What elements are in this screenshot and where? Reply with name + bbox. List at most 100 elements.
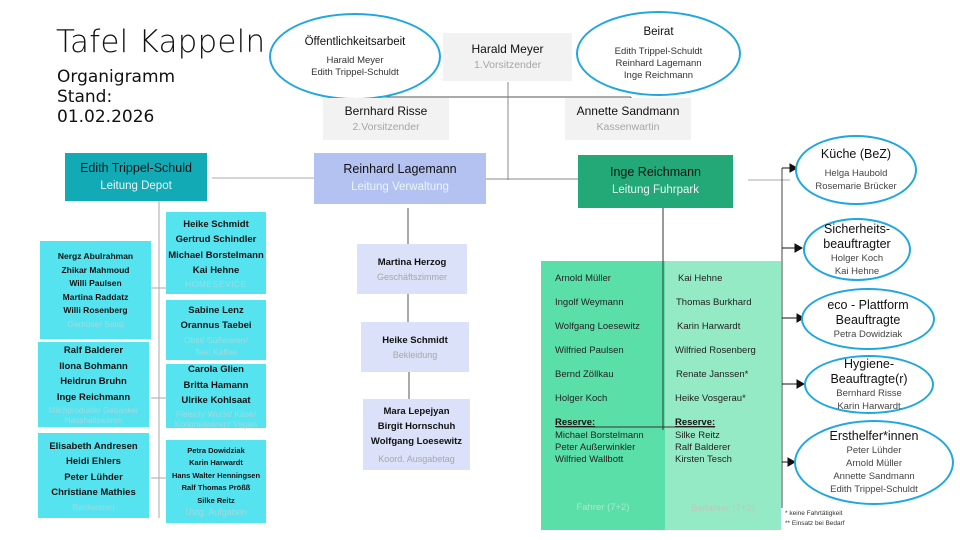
arrow-icon: [787, 457, 797, 467]
driver: Bernd Zöllkau: [555, 369, 614, 380]
depot-group: Petra Dowidziak Karin Harwardt Hans Walt…: [166, 440, 266, 523]
depot-group: Carola Glien Britta Hamann Ulrike Kohlsa…: [166, 364, 266, 430]
unit-member: Martina Herzog: [377, 256, 447, 268]
group-member: Petra Dowidziak: [187, 445, 245, 455]
unit-area: Koord. Ausgabetag: [378, 453, 455, 464]
role-title: Beauftragte: [835, 312, 901, 327]
group-member: Karin Harwardt: [189, 458, 243, 468]
codriver: Thomas Burkhard: [676, 297, 752, 308]
codriver: Karin Harwardt: [677, 321, 741, 332]
arrow-icon: [796, 379, 806, 389]
group-member: Christiane Mathies: [51, 487, 136, 498]
footnote: * keine Fahrtätigkeit: [785, 510, 843, 517]
group-area: HOMESEVICE: [185, 278, 247, 289]
role-title: Sicherheits-: [824, 221, 890, 236]
depot-head-name: Edith Trippel-Schuld: [80, 160, 192, 175]
group-area: Gemüse/ Salat: [67, 318, 124, 329]
codriver: Wilfried Rosenberg: [675, 345, 756, 356]
role-member: Kai Hehne: [834, 265, 880, 277]
pr-member: Edith Trippel-Schuldt: [311, 66, 399, 78]
role-title: eco - Plattform: [827, 297, 909, 312]
treasurer-name: Annette Sandmann: [576, 104, 680, 118]
group-member: Ulrike Kohlsaat: [181, 395, 251, 407]
group-member: Martina Raddatz: [62, 291, 129, 302]
depot-head-role: Leitung Depot: [100, 179, 172, 192]
pr-title: Öffentlichkeitsarbeit: [304, 35, 406, 48]
role-ellipse-hygiene: Hygiene- Beauftragte(r) Bernhard Risse K…: [804, 355, 934, 414]
group-member: Silke Reitz: [197, 495, 235, 505]
depot-group: Ralf Balderer Ilona Bohmann Heidrun Bruh…: [38, 342, 149, 427]
pr-member: Harald Meyer: [326, 54, 384, 66]
driver: Holger Koch: [555, 393, 608, 404]
board-member: Inge Reichmann: [623, 70, 694, 81]
drivers-panel: Arnold Müller Ingolf Weymann Wolfgang Lo…: [541, 261, 665, 530]
vice-name: Bernhard Risse: [344, 104, 428, 118]
group-member: Hans Walter Henningsen: [171, 470, 261, 480]
role-member: Bernhard Risse: [836, 387, 902, 399]
driver: Wilfried Paulsen: [555, 345, 624, 356]
group-member: Heidi Ehlers: [66, 456, 121, 467]
group-member: Nergz Abulrahman: [57, 251, 134, 262]
group-member: Ralf Thomas Prößß: [181, 483, 251, 493]
verwaltung-unit: Mara Lepejyan Birgit Hornschuh Wolfgang …: [363, 399, 470, 470]
driver: Arnold Müller: [555, 273, 611, 284]
driver: Ingolf Weymann: [555, 297, 624, 308]
depot-head-box: Edith Trippel-Schuld Leitung Depot: [65, 153, 207, 201]
verwaltung-head-role: Leitung Verwaltung: [351, 181, 449, 193]
pr-ellipse: Öffentlichkeitsarbeit Harald Meyer Edith…: [269, 13, 441, 100]
vice-box: Bernhard Risse 2.Vorsitzender: [323, 98, 449, 140]
driver-reserve: Wilfried Wallbott: [555, 454, 624, 465]
arrow-icon: [794, 243, 804, 253]
depot-group: Elisabeth Andresen Heidi Ehlers Peter Lü…: [38, 433, 149, 518]
fuhrpark-head-box: Inge Reichmann Leitung Fuhrpark: [578, 155, 733, 208]
board-member: Edith Trippel-Schuldt: [614, 46, 703, 57]
driver-reserve: Peter Außerwinkler: [555, 442, 636, 453]
role-member: Holger Koch: [830, 252, 884, 264]
role-member: Edith Trippel-Schuldt: [830, 484, 918, 495]
board-title: Beirat: [643, 26, 674, 38]
codriver: Renate Janssen*: [676, 369, 749, 380]
depot-group: Sabine Lenz Orannus Taebei Obst/ Süßware…: [166, 300, 266, 360]
role-ellipse-sicherheit: Sicherheits- beauftragter Holger Koch Ka…: [803, 218, 911, 281]
group-member: Elisabeth Andresen: [49, 440, 138, 452]
group-area: Milchprodukte/ Getränke/ Haushaltswaren: [48, 406, 139, 425]
group-member: Kai Hehne: [192, 265, 240, 276]
role-title: Hygiene-: [843, 356, 895, 371]
role-member: Peter Lühder: [846, 445, 902, 456]
verwaltung-unit: Martina Herzog Geschäftszimmer: [357, 244, 467, 294]
drivers-label: Fahrer (7+2): [576, 502, 630, 513]
chair-role: 1.Vorsitzender: [473, 59, 542, 71]
verwaltung-head-box: Reinhard Lagemann Leitung Verwaltung: [314, 153, 486, 204]
group-member: Orannus Taebei: [180, 320, 252, 331]
group-member: Willi Rosenberg: [63, 305, 128, 316]
group-area: Ustg. Aufgaben: [185, 507, 247, 518]
arrow-icon: [789, 163, 799, 173]
treasurer-role: Kassenwartin: [596, 121, 660, 133]
arrow-icon: [796, 313, 806, 323]
role-ellipse-kueche: Küche (BeZ) Helga Haubold Rosemarie Brüc…: [795, 135, 917, 205]
group-member: Ilona Bohmann: [59, 360, 128, 372]
footnote: ** Einsatz bei Bedarf: [785, 520, 845, 527]
role-member: Rosemarie Brücker: [815, 181, 897, 192]
group-area: Backwaren: [72, 501, 115, 512]
role-title: Beauftragte(r): [830, 371, 908, 386]
group-member: Michael Borstelmann: [168, 249, 264, 261]
role-ellipse-ersthelfer: Ersthelfer*innen Peter Lühder Arnold Mül…: [794, 420, 954, 505]
chair-name: Harald Meyer: [471, 42, 544, 56]
driver: Wolfgang Loesewitz: [555, 321, 640, 332]
codrivers-panel: Kai Hehne Thomas Burkhard Karin Harwardt…: [665, 261, 781, 530]
codriver-reserve: Ralf Balderer: [675, 442, 731, 453]
group-member: Carola Glien: [188, 364, 244, 376]
role-member: Petra Dowidziak: [833, 328, 903, 340]
driver-reserve: Michael Borstelmann: [555, 430, 644, 441]
role-member: Karin Harwardt: [837, 400, 901, 412]
role-member: Helga Haubold: [824, 168, 888, 179]
group-area: Fleisch/ Wurst/ Käse/ Kolionalwaren/ Veg…: [174, 408, 258, 430]
chair-box: Harald Meyer 1.Vorsitzender: [443, 33, 572, 81]
group-member: Zhikar Mahmoud: [61, 264, 130, 275]
group-member: Sabine Lenz: [188, 304, 244, 316]
group-member: Willi Paulsen: [69, 278, 122, 289]
group-member: Gertrud Schindler: [175, 234, 257, 245]
role-member: Arnold Müller: [846, 458, 902, 469]
